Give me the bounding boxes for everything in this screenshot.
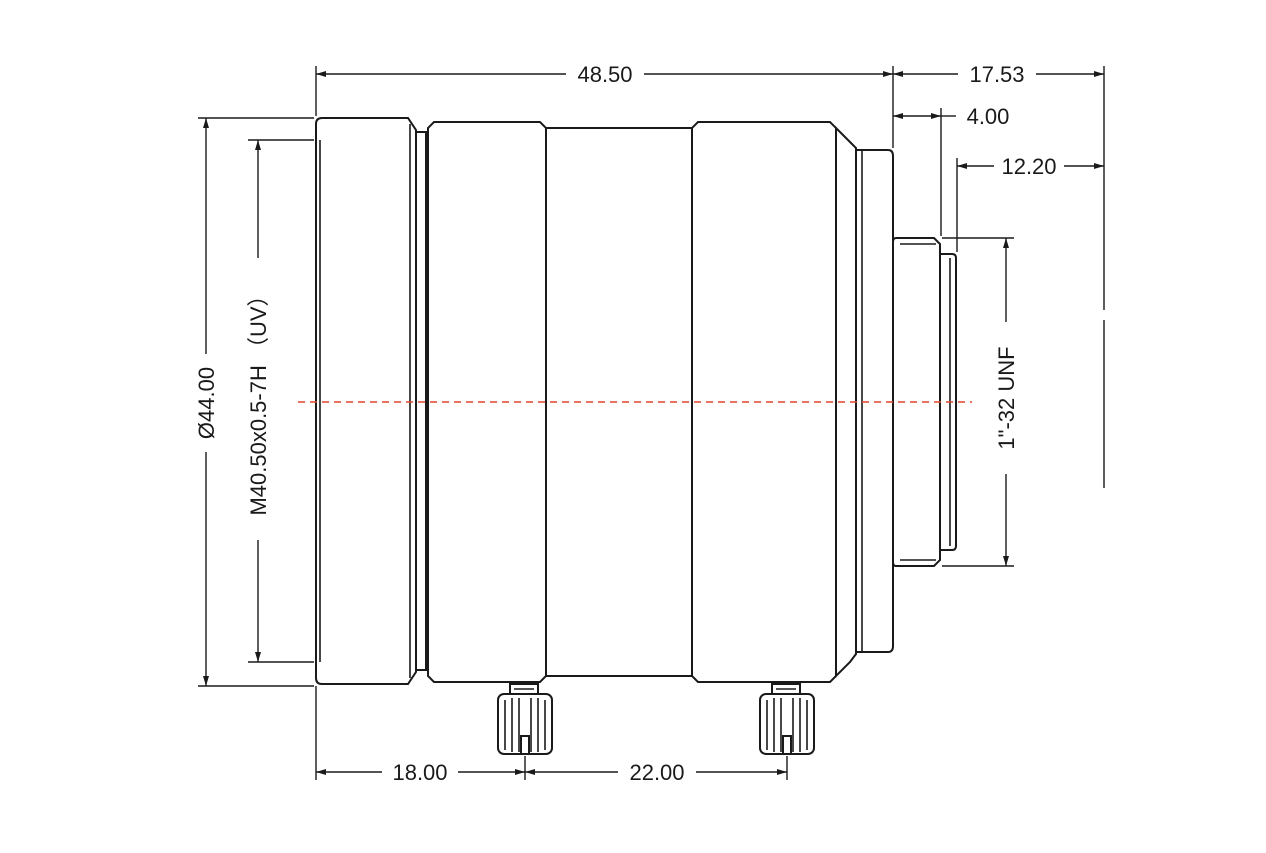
locking-screw-1 — [497, 683, 553, 755]
iris-ring — [691, 121, 837, 683]
dim-mount-flange: 4.00 — [893, 104, 1009, 129]
dim-outer-diameter: Ø44.00 — [194, 118, 219, 686]
dim-filter-thread: M40.50x0.5-7H （UV） — [246, 140, 271, 662]
screw1-offset-label: 18.00 — [392, 760, 447, 785]
outer-diameter-label: Ø44.00 — [194, 367, 219, 439]
lens-body — [315, 117, 957, 685]
mount-thread-label: 1"-32 UNF — [994, 346, 1019, 449]
rear-step — [835, 125, 857, 679]
overall-length-label: 48.50 — [577, 62, 632, 87]
mount-flange-label: 4.00 — [967, 104, 1010, 129]
screw-spacing-label: 22.00 — [629, 760, 684, 785]
mount-overall-label: 17.53 — [969, 62, 1024, 87]
barrel-center — [545, 127, 693, 677]
dim-screw1-offset: 18.00 — [316, 760, 525, 785]
locking-screw-2 — [759, 683, 815, 755]
dim-mount-thread: 1"-32 UNF — [994, 238, 1019, 566]
flange-back-label: 12.20 — [1001, 154, 1056, 179]
dim-flange-back: 12.20 — [957, 154, 1104, 179]
filter-thread-label: M40.50x0.5-7H （UV） — [246, 284, 271, 515]
dim-mount-overall: 17.53 — [893, 62, 1104, 87]
dim-overall-length: 48.50 — [316, 62, 893, 87]
focus-ring — [427, 121, 547, 683]
front-ring — [315, 117, 417, 685]
dim-screw-spacing: 22.00 — [525, 760, 787, 785]
extension-lines — [198, 66, 1105, 780]
